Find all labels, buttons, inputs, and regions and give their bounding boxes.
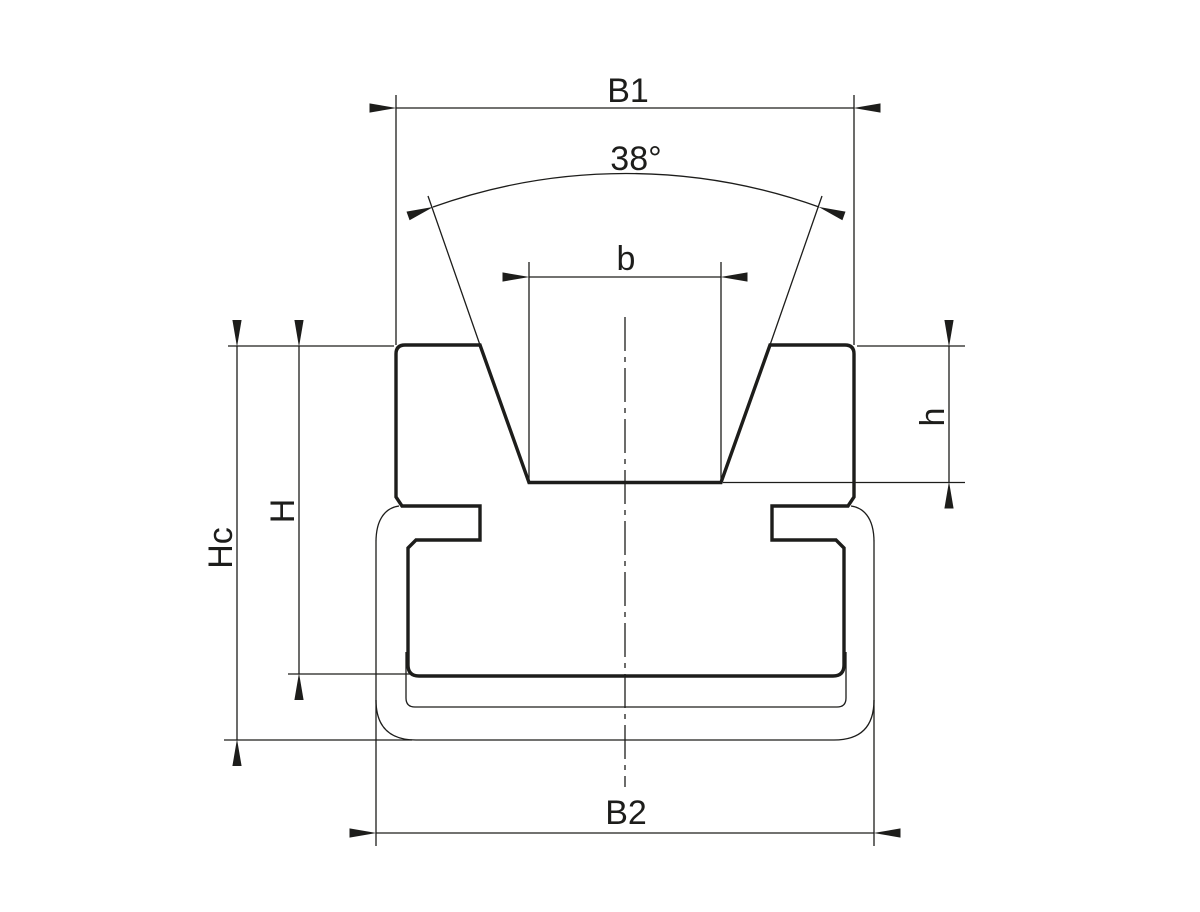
support-profile-side-walls [375, 505, 875, 846]
groove-angle-arc [406, 172, 846, 221]
dimension-label-angle: 38° [610, 140, 661, 178]
dimension-Hc: Hc [202, 320, 412, 766]
dimension-b: b [502, 240, 748, 481]
rail-profile-outline [394, 343, 856, 678]
dimension-B1: B1 [369, 72, 881, 345]
groove-angle-extension-lines [427, 195, 823, 346]
dimension-label-B2: B2 [605, 794, 647, 832]
dimension-h: h [723, 320, 965, 509]
dimension-label-b: b [617, 240, 636, 278]
dimension-B1-extension-lines [395, 95, 855, 345]
dimension-label-Hc: Hc [202, 527, 240, 569]
support-profile-inner-bottom [405, 652, 847, 708]
dimension-groove-angle: 38° [406, 140, 846, 346]
dimension-H: H [228, 320, 410, 700]
support-profile-outer-bottom [375, 699, 875, 741]
dimension-H-extension-lines [228, 345, 410, 675]
dimension-label-H: H [264, 499, 302, 524]
dimension-label-B1: B1 [607, 72, 649, 110]
dimension-B2: B2 [349, 794, 901, 838]
dimension-label-h: h [914, 408, 952, 427]
dimension-b-extension-lines [528, 262, 722, 481]
